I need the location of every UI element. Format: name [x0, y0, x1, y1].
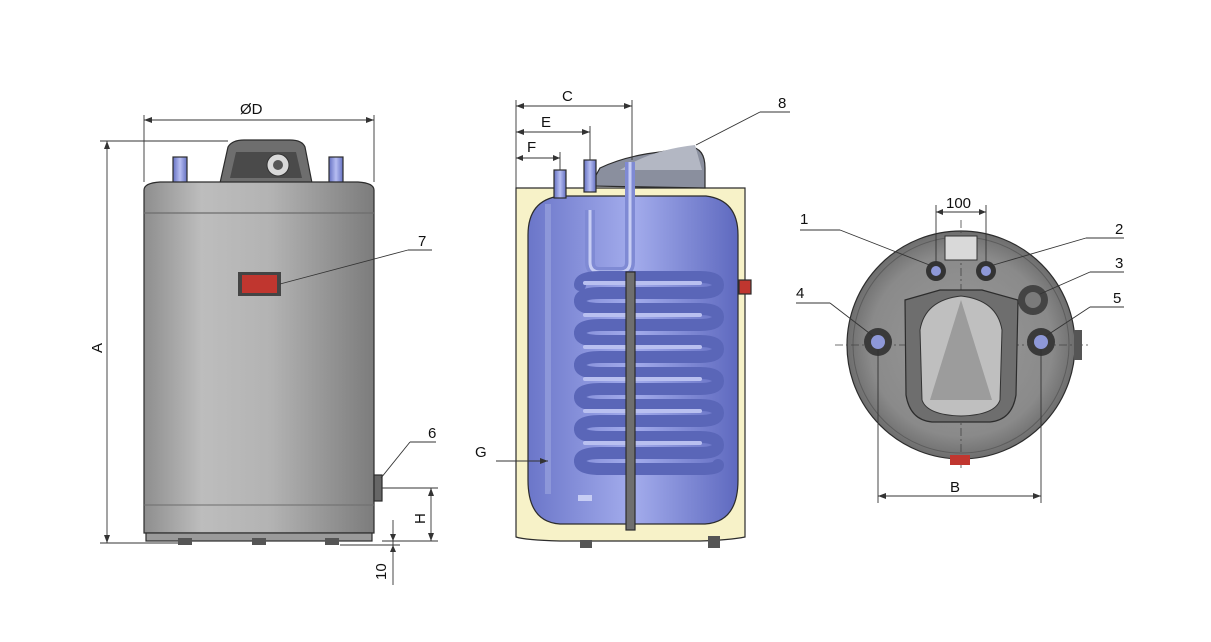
sensor-pocket	[578, 495, 592, 501]
front-view	[143, 139, 383, 545]
foot-1	[178, 538, 192, 545]
control-housing-inner	[230, 152, 302, 178]
callout-6-label: 6	[428, 425, 436, 442]
dip-tube	[545, 204, 551, 494]
connection-3-core	[1025, 292, 1041, 308]
connection-4-core	[871, 335, 885, 349]
top-view	[835, 220, 1090, 470]
dimension-a: A	[89, 140, 228, 544]
callout-3-label: 3	[1115, 255, 1123, 272]
thermostat-knob-center	[273, 160, 283, 170]
display-panel	[242, 275, 277, 293]
dimension-diameter: ØD	[143, 101, 375, 182]
dimension-f: F	[516, 139, 561, 170]
inlet-pipe-right	[328, 156, 344, 186]
side-connection	[373, 474, 383, 502]
callout-4: 4	[796, 285, 874, 337]
callout-7: 7	[279, 233, 432, 285]
label-f: F	[527, 139, 536, 156]
side-element	[738, 279, 752, 295]
callout-8: 8	[695, 95, 790, 146]
callout-7-label: 7	[418, 233, 426, 250]
label-h: H	[412, 513, 429, 524]
heat-exchanger-coil	[574, 271, 725, 475]
callout-5-label: 5	[1113, 290, 1121, 307]
connection-2-core	[981, 266, 991, 276]
top-housing-facet	[930, 300, 992, 400]
callout-1: 1	[800, 211, 933, 267]
dimension-h: H	[382, 487, 438, 542]
dimension-e: E	[516, 114, 591, 160]
dimension-g: G	[475, 444, 548, 464]
label-e: E	[541, 114, 551, 131]
inlet-pipe-left	[172, 156, 188, 186]
dimension-c: C	[515, 88, 633, 188]
label-a: A	[89, 343, 106, 353]
anode-rod	[625, 271, 636, 531]
label-b: B	[950, 479, 960, 496]
side-boss	[1074, 330, 1082, 360]
section-pipe-2	[583, 159, 597, 193]
section-foot-2	[708, 536, 720, 548]
callout-6: 6	[380, 425, 436, 479]
top-label-plate	[944, 235, 978, 261]
callout-5: 5	[1045, 290, 1124, 337]
label-diameter: ØD	[240, 101, 263, 118]
label-c: C	[562, 88, 573, 105]
callout-4-label: 4	[796, 285, 804, 302]
section-foot-1	[580, 540, 592, 548]
connection-5-core	[1034, 335, 1048, 349]
label-100: 100	[946, 195, 971, 212]
tank-shell	[143, 181, 375, 534]
dimension-100: 100	[935, 195, 987, 262]
callout-8-label: 8	[778, 95, 786, 112]
label-g: G	[475, 444, 487, 461]
foot-2	[252, 538, 266, 545]
connection-1-core	[931, 266, 941, 276]
dimension-10: 10	[340, 520, 400, 585]
callout-2-label: 2	[1115, 221, 1123, 238]
foot-3	[325, 538, 339, 545]
dimension-b: B	[877, 350, 1042, 503]
section-pipe-1	[553, 169, 567, 199]
bottom-indicator	[950, 455, 970, 465]
callout-2: 2	[989, 221, 1124, 267]
callout-3: 3	[1039, 255, 1124, 295]
label-10: 10	[373, 563, 390, 580]
callout-1-label: 1	[800, 211, 808, 228]
top-cover-highlight	[620, 145, 702, 170]
section-view	[515, 145, 752, 548]
